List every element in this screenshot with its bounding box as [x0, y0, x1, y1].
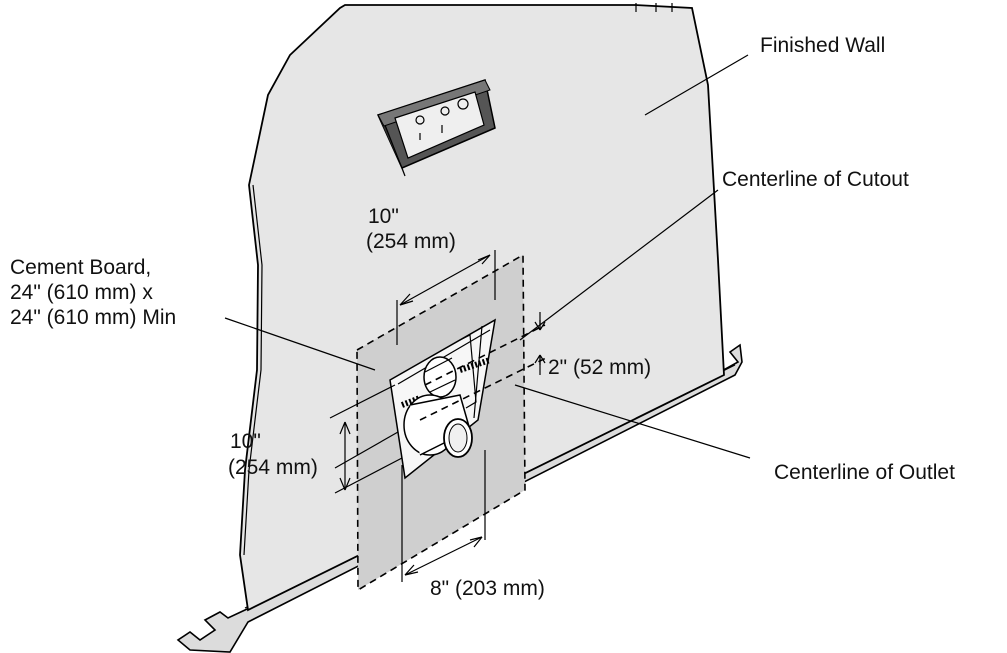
label-height-2: (254 mm) — [228, 456, 318, 479]
label-top-width-2: (254 mm) — [366, 230, 456, 253]
label-centerline-cutout: Centerline of Cutout — [722, 168, 909, 191]
label-height-1: 10" — [230, 430, 261, 453]
drain-assembly — [400, 356, 491, 458]
leader-centerline-outlet — [514, 384, 751, 459]
dimension-top-width — [396, 250, 496, 345]
leader-lines — [224, 54, 751, 459]
dimension-bottom-width — [401, 450, 486, 582]
leader-finished-wall — [644, 54, 749, 116]
label-offset: 2" (52 mm) — [548, 356, 651, 379]
label-cement-board-2: 24" (610 mm) x — [10, 281, 153, 304]
label-cement-board-3: 24" (610 mm) Min — [10, 306, 176, 329]
leader-cement-board — [224, 317, 376, 371]
label-top-width-1: 10" — [368, 205, 399, 228]
label-centerline-outlet: Centerline of Outlet — [774, 461, 955, 484]
outlet-box — [376, 79, 496, 177]
label-finished-wall: Finished Wall — [760, 34, 885, 57]
dimension-offset — [419, 312, 549, 421]
leader-centerline-cutout — [519, 189, 719, 341]
label-cement-board-1: Cement Board, — [10, 256, 151, 279]
label-bottom-width: 8" (203 mm) — [430, 577, 545, 600]
dimension-height — [329, 384, 403, 494]
